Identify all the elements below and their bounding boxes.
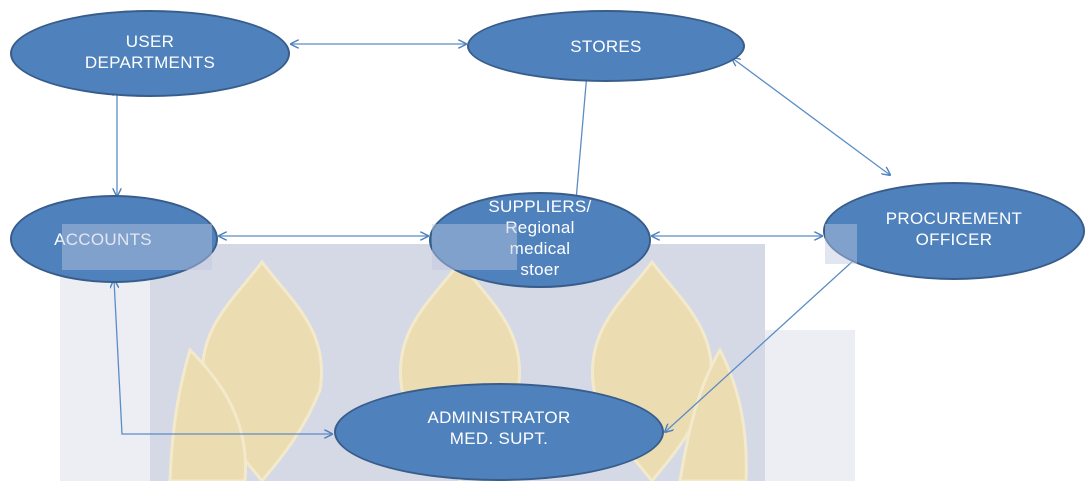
node-stores-label: STORES [570, 36, 642, 56]
edge-stores-suppliers [575, 73, 587, 212]
node-user-departments: USER DEPARTMENTS [10, 10, 290, 97]
node-accounts-label: ACCOUNTS [54, 229, 152, 249]
edge-accounts-administrator [114, 280, 332, 434]
node-procurement-officer-label: PROCUREMENT OFFICER [885, 209, 1023, 249]
node-procurement-officer: PROCUREMENT OFFICER [823, 182, 1085, 280]
node-user-departments-label: USER DEPARTMENTS [84, 31, 216, 72]
edge-stores-procurement [732, 58, 890, 175]
edge-administrator-procurement [665, 250, 865, 432]
node-administrator: ADMINISTRATOR MED. SUPT. [334, 383, 664, 481]
node-suppliers: SUPPLIERS/ Regional medical stoer [429, 192, 651, 288]
node-stores: STORES [467, 10, 745, 82]
node-administrator-label: ADMINISTRATOR MED. SUPT. [427, 408, 571, 448]
node-accounts: ACCOUNTS [10, 195, 218, 283]
node-suppliers-label: SUPPLIERS/ Regional medical stoer [488, 197, 592, 279]
